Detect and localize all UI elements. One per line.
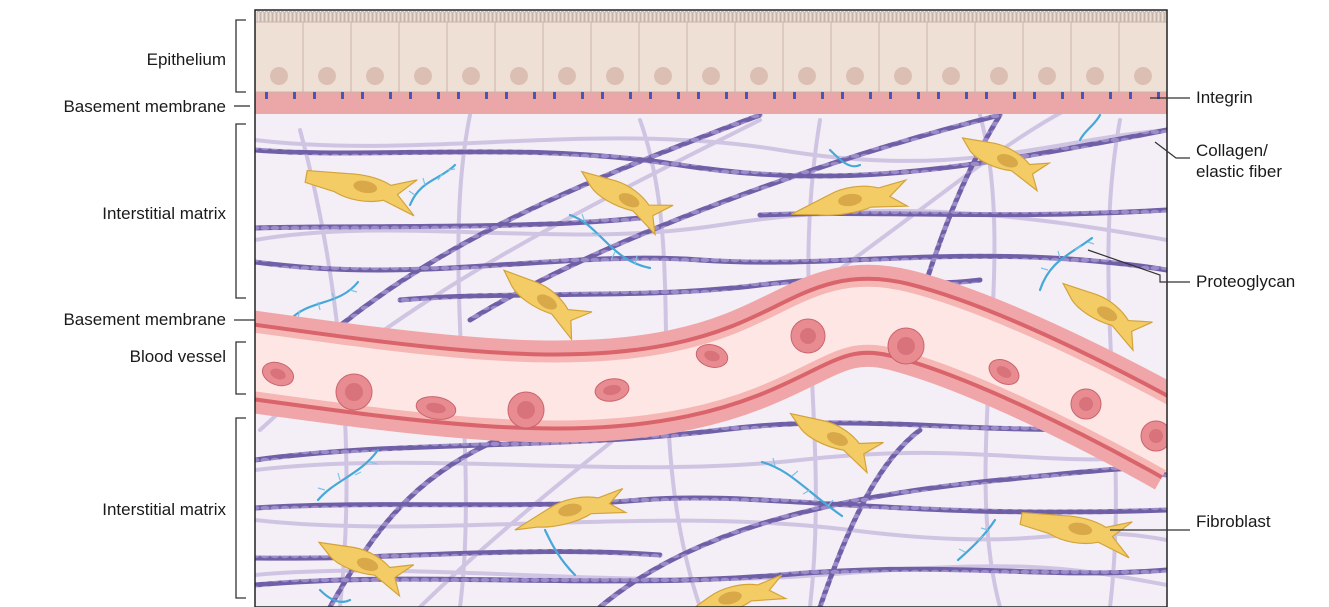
integrin (293, 92, 296, 99)
integrin (841, 92, 844, 99)
integrin (1109, 92, 1112, 99)
nucleus (1086, 67, 1104, 85)
nucleus (414, 67, 432, 85)
nucleus (510, 67, 528, 85)
nucleus (318, 67, 336, 85)
nucleus (654, 67, 672, 85)
left-brackets (234, 20, 256, 598)
nucleus (462, 67, 480, 85)
integrin (1013, 92, 1016, 99)
nucleus (558, 67, 576, 85)
integrin (1129, 92, 1132, 99)
integrin (649, 92, 652, 99)
nucleus (1134, 67, 1152, 85)
integrin (361, 92, 364, 99)
integrin (917, 92, 920, 99)
integrin (793, 92, 796, 99)
integrin (533, 92, 536, 99)
nucleus (990, 67, 1008, 85)
nucleus (894, 67, 912, 85)
integrin (889, 92, 892, 99)
nucleus (270, 67, 288, 85)
integrin (457, 92, 460, 99)
integrin (937, 92, 940, 99)
integrin (581, 92, 584, 99)
nucleus (798, 67, 816, 85)
nucleus (1038, 67, 1056, 85)
integrin (409, 92, 412, 99)
integrin (341, 92, 344, 99)
integrin (505, 92, 508, 99)
integrin (745, 92, 748, 99)
integrin (485, 92, 488, 99)
integrin (725, 92, 728, 99)
integrin (1081, 92, 1084, 99)
integrin (629, 92, 632, 99)
integrin (389, 92, 392, 99)
integrin (869, 92, 872, 99)
integrin (601, 92, 604, 99)
integrin (553, 92, 556, 99)
nucleus (606, 67, 624, 85)
nucleus (702, 67, 720, 85)
integrin (265, 92, 268, 99)
nucleus (942, 67, 960, 85)
integrin (773, 92, 776, 99)
integrin (1061, 92, 1064, 99)
nucleus (750, 67, 768, 85)
integrin (821, 92, 824, 99)
epithelium (255, 12, 1168, 100)
integrin (313, 92, 316, 99)
integrin (985, 92, 988, 99)
integrin (677, 92, 680, 99)
integrin (965, 92, 968, 99)
integrin (437, 92, 440, 99)
nucleus (366, 67, 384, 85)
integrin (1033, 92, 1036, 99)
nucleus (846, 67, 864, 85)
integrin (697, 92, 700, 99)
